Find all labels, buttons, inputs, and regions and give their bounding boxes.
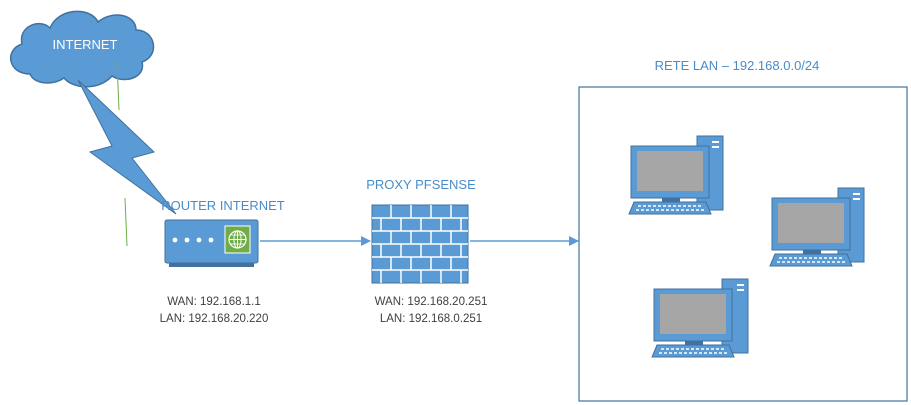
proxy-lan-address: LAN: 192.168.0.251 <box>380 313 482 325</box>
router-title: ROUTER INTERNET <box>161 198 285 213</box>
guide-line-bottom <box>124 197 128 247</box>
proxy-wan-address: WAN: 192.168.20.251 <box>375 296 488 308</box>
lan-network-box <box>578 86 908 402</box>
firewall-icon <box>371 204 469 284</box>
pc-3-icon <box>651 278 749 358</box>
lan-network-title: RETE LAN – 192.168.0.0/24 <box>655 58 820 73</box>
globe-icon <box>224 225 251 254</box>
guide-line-top <box>116 61 120 111</box>
lightning-bolt-icon <box>77 79 177 215</box>
pc-2-icon <box>769 187 865 267</box>
internet-label: INTERNET <box>53 37 118 52</box>
router-wan-address: WAN: 192.168.1.1 <box>167 296 261 308</box>
router-icon <box>164 219 259 267</box>
pc-1-icon <box>628 135 724 215</box>
proxy-title: PROXY PFSENSE <box>366 177 476 192</box>
router-lan-address: LAN: 192.168.20.220 <box>160 313 269 325</box>
internet-cloud-icon: INTERNET <box>9 10 155 88</box>
